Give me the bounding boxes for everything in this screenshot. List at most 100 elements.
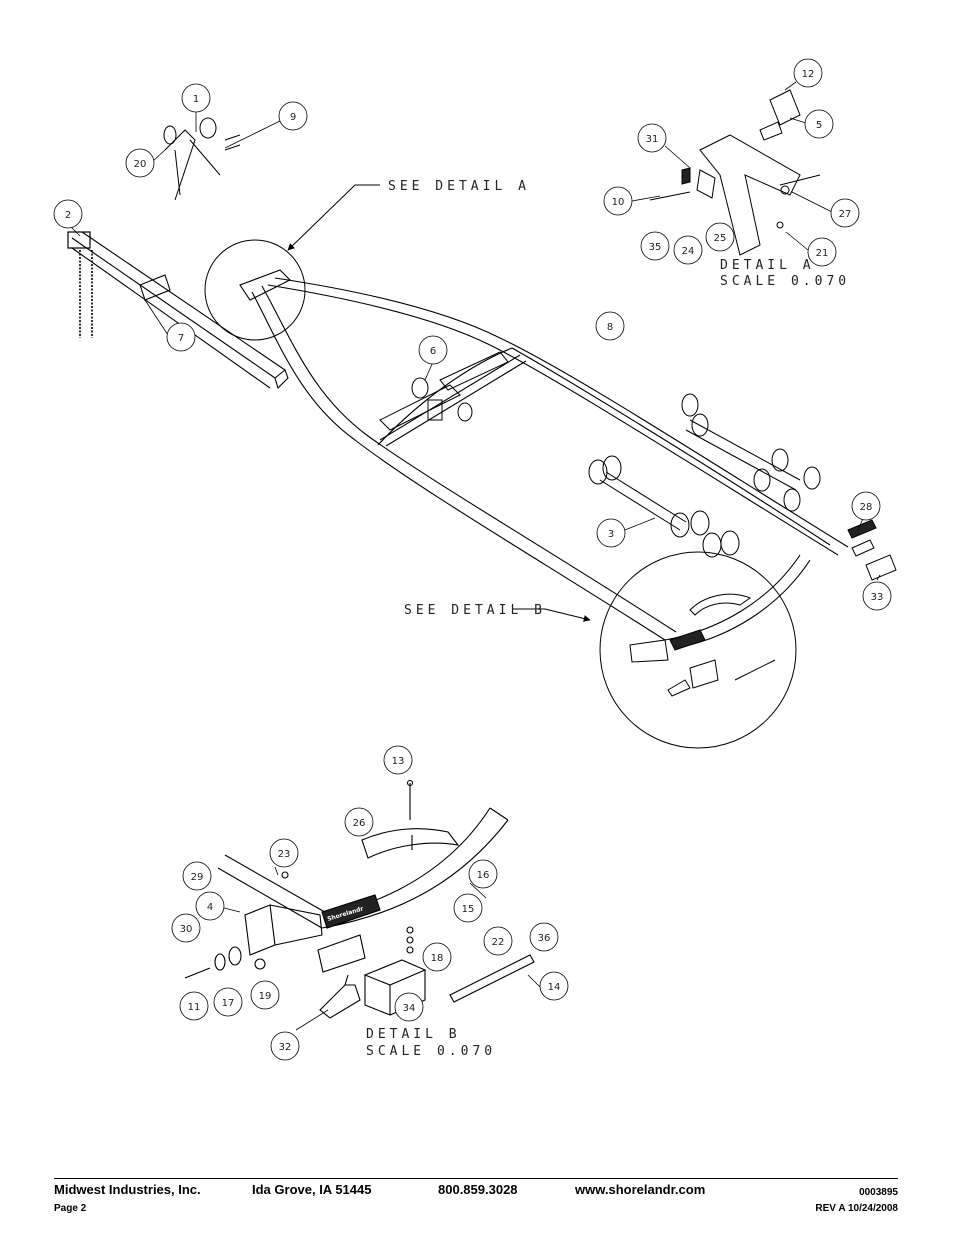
detail-a-title: DETAIL A bbox=[720, 258, 815, 273]
callout-12: 12 bbox=[793, 58, 823, 88]
svg-text:32: 32 bbox=[279, 1042, 292, 1053]
svg-text:20: 20 bbox=[134, 159, 147, 170]
svg-text:11: 11 bbox=[188, 1002, 201, 1013]
see-detail-a-label: SEE DETAIL A bbox=[388, 179, 530, 194]
footer-revision: REV A 10/24/2008 bbox=[815, 1203, 898, 1214]
callout-20: 20 bbox=[125, 148, 155, 178]
svg-text:5: 5 bbox=[816, 120, 822, 131]
svg-text:31: 31 bbox=[646, 134, 659, 145]
trailer-tongue bbox=[71, 231, 289, 390]
callout-31: 31 bbox=[637, 123, 667, 153]
callout-19: 19 bbox=[250, 980, 280, 1010]
footer-location: Ida Grove, IA 51445 bbox=[252, 1182, 372, 1197]
callout-7: 7 bbox=[166, 322, 196, 352]
svg-text:4: 4 bbox=[207, 902, 213, 913]
detail-b-circle bbox=[599, 551, 797, 749]
svg-text:19: 19 bbox=[259, 991, 272, 1002]
svg-text:12: 12 bbox=[802, 69, 815, 80]
step-pad-main bbox=[847, 519, 897, 581]
detail-a-scale: SCALE 0.070 bbox=[720, 274, 850, 289]
svg-text:30: 30 bbox=[180, 924, 193, 935]
svg-text:28: 28 bbox=[860, 502, 873, 513]
callout-36: 36 bbox=[529, 922, 559, 952]
svg-text:24: 24 bbox=[682, 246, 695, 257]
see-detail-b-arrow bbox=[512, 608, 591, 622]
callout-14: 14 bbox=[539, 971, 569, 1001]
trailer-frame bbox=[239, 269, 849, 649]
callout-10: 10 bbox=[603, 186, 633, 216]
callout-11: 11 bbox=[179, 991, 209, 1021]
svg-text:10: 10 bbox=[612, 197, 625, 208]
callout-5: 5 bbox=[804, 109, 834, 139]
callout-26: 26 bbox=[344, 807, 374, 837]
detail-circles bbox=[204, 239, 797, 749]
callout-1: 1 bbox=[181, 83, 211, 113]
callout-2: 2 bbox=[53, 199, 83, 229]
callout-13: 13 bbox=[383, 745, 413, 775]
callout-3: 3 bbox=[596, 518, 626, 548]
callout-9: 9 bbox=[278, 101, 308, 131]
right-roller-assembly bbox=[681, 393, 821, 512]
safety-chains bbox=[79, 250, 93, 338]
coupler bbox=[67, 231, 91, 249]
svg-text:34: 34 bbox=[403, 1003, 416, 1014]
callouts: 1 9 20 2 7 12 5 31 10 27 35 24 25 21 8 6… bbox=[53, 58, 892, 1061]
footer-rule bbox=[54, 1178, 898, 1179]
svg-text:18: 18 bbox=[431, 953, 444, 964]
svg-text:2: 2 bbox=[65, 210, 71, 221]
svg-text:6: 6 bbox=[430, 346, 436, 357]
svg-text:25: 25 bbox=[714, 233, 727, 244]
callout-16: 16 bbox=[468, 859, 498, 889]
see-detail-a-arrow bbox=[287, 184, 380, 251]
callout-25: 25 bbox=[705, 222, 735, 252]
detail-b-title: DETAIL B bbox=[366, 1027, 461, 1042]
svg-text:23: 23 bbox=[278, 849, 291, 860]
svg-text:13: 13 bbox=[392, 756, 405, 767]
leader-lines bbox=[69, 81, 881, 1031]
callout-18: 18 bbox=[422, 942, 452, 972]
winch-stand bbox=[163, 117, 241, 201]
svg-text:8: 8 bbox=[607, 322, 613, 333]
callout-33: 33 bbox=[862, 581, 892, 611]
see-detail-b-label: SEE DETAIL B bbox=[404, 603, 546, 618]
callout-15: 15 bbox=[453, 893, 483, 923]
svg-text:14: 14 bbox=[548, 982, 561, 993]
callout-8: 8 bbox=[595, 311, 625, 341]
svg-text:21: 21 bbox=[816, 248, 829, 259]
svg-text:27: 27 bbox=[839, 209, 852, 220]
svg-text:15: 15 bbox=[462, 904, 475, 915]
rear-roller-assembly bbox=[588, 455, 740, 558]
svg-text:1: 1 bbox=[193, 94, 199, 105]
detail-a-drawing bbox=[649, 89, 821, 256]
callout-21: 21 bbox=[807, 237, 837, 267]
front-roller-assembly bbox=[379, 351, 509, 431]
footer-company: Midwest Industries, Inc. bbox=[54, 1182, 201, 1197]
callout-35: 35 bbox=[640, 231, 670, 261]
footer-page-number: Page 2 bbox=[54, 1203, 87, 1214]
callout-17: 17 bbox=[213, 987, 243, 1017]
svg-text:3: 3 bbox=[608, 529, 614, 540]
svg-text:35: 35 bbox=[649, 242, 662, 253]
svg-text:33: 33 bbox=[871, 592, 884, 603]
svg-text:22: 22 bbox=[492, 937, 505, 948]
svg-text:29: 29 bbox=[191, 872, 204, 883]
callout-4: 4 bbox=[195, 891, 225, 921]
callout-32: 32 bbox=[270, 1031, 300, 1061]
svg-text:26: 26 bbox=[353, 818, 366, 829]
detail-a-circle bbox=[204, 239, 306, 341]
svg-text:7: 7 bbox=[178, 333, 184, 344]
callout-27: 27 bbox=[830, 198, 860, 228]
footer-website[interactable]: www.shorelandr.com bbox=[575, 1182, 706, 1197]
callout-30: 30 bbox=[171, 913, 201, 943]
callout-23: 23 bbox=[269, 838, 299, 868]
callout-29: 29 bbox=[182, 861, 212, 891]
fender-main bbox=[629, 593, 776, 697]
callout-28: 28 bbox=[851, 491, 881, 521]
detail-b-scale: SCALE 0.070 bbox=[366, 1044, 496, 1059]
svg-text:9: 9 bbox=[290, 112, 296, 123]
svg-text:36: 36 bbox=[538, 933, 551, 944]
callout-22: 22 bbox=[483, 926, 513, 956]
callout-24: 24 bbox=[673, 235, 703, 265]
callout-6: 6 bbox=[418, 335, 448, 365]
